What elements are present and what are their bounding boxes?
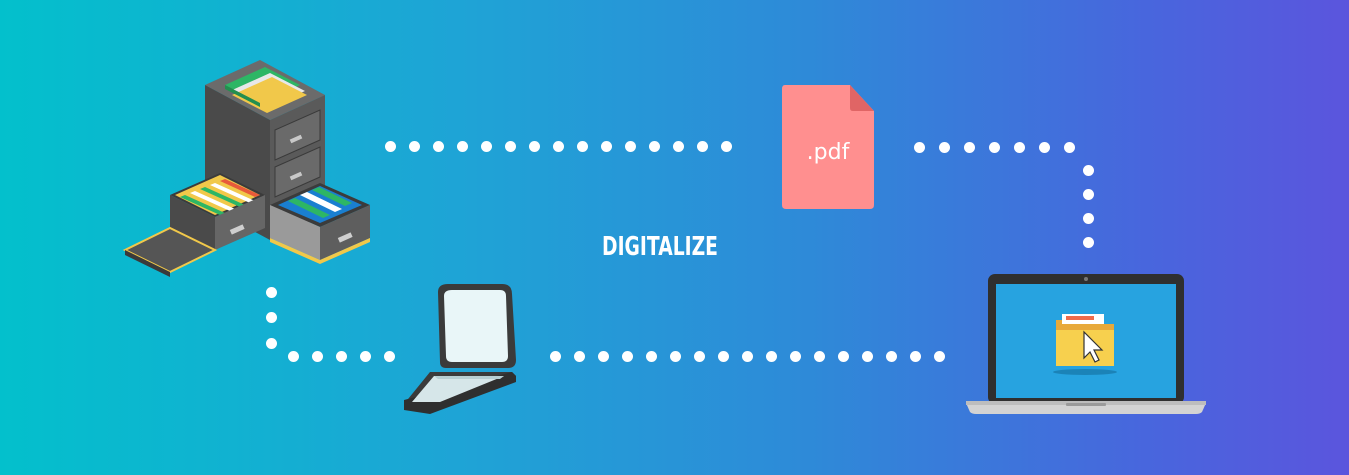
connector-dot [553, 141, 564, 152]
connector-dot [457, 141, 468, 152]
filing-cabinet-icon [122, 60, 370, 277]
laptop-icon [966, 274, 1206, 414]
connector-dot [550, 351, 561, 362]
connector-dot [598, 351, 609, 362]
connector-dot [601, 141, 612, 152]
pdf-file-icon: .pdf [782, 85, 874, 209]
connector-dot [964, 142, 975, 153]
connector-dot [914, 142, 925, 153]
scanner-icon [404, 284, 516, 414]
connector-dot [862, 351, 873, 362]
connector-dot [1014, 142, 1025, 153]
connector-dot [646, 351, 657, 362]
connector-dot [385, 141, 396, 152]
connector-dot [1083, 213, 1094, 224]
connector-dot [433, 141, 444, 152]
connector-dot [288, 351, 299, 362]
connector-dot [694, 351, 705, 362]
connector-dot [622, 351, 633, 362]
connector-dot [838, 351, 849, 362]
digitalize-label: DIGITALIZE [602, 232, 718, 262]
connector-dot [814, 351, 825, 362]
connector-dot [697, 141, 708, 152]
connector-dot [721, 141, 732, 152]
connector-dot [336, 351, 347, 362]
connector-dot [886, 351, 897, 362]
connector-dot [384, 351, 395, 362]
connector-dot [574, 351, 585, 362]
connector-dot [409, 141, 420, 152]
connector-dot [481, 141, 492, 152]
connector-dot [1083, 189, 1094, 200]
connector-dot [1039, 142, 1050, 153]
connector-dot [529, 141, 540, 152]
connector-dot [312, 351, 323, 362]
cursor-icon [1083, 330, 1104, 363]
connector-dot [939, 142, 950, 153]
connector-dot [577, 141, 588, 152]
connector-dot [505, 141, 516, 152]
connector-dot [673, 141, 684, 152]
connector-dot [266, 312, 277, 323]
connector-dot [910, 351, 921, 362]
connector-dot [1064, 142, 1075, 153]
pdf-label: .pdf [807, 140, 851, 165]
connector-dot [790, 351, 801, 362]
connector-dot [1083, 165, 1094, 176]
connector-dot [934, 351, 945, 362]
connector-dot [670, 351, 681, 362]
connector-dot [742, 351, 753, 362]
connector-dot [266, 287, 277, 298]
connector-dot [266, 338, 277, 349]
connector-dot [625, 141, 636, 152]
connector-dot [649, 141, 660, 152]
connector-dot [766, 351, 777, 362]
connector-dot [1083, 237, 1094, 248]
connector-dot [718, 351, 729, 362]
connector-dot [989, 142, 1000, 153]
connector-dot [360, 351, 371, 362]
